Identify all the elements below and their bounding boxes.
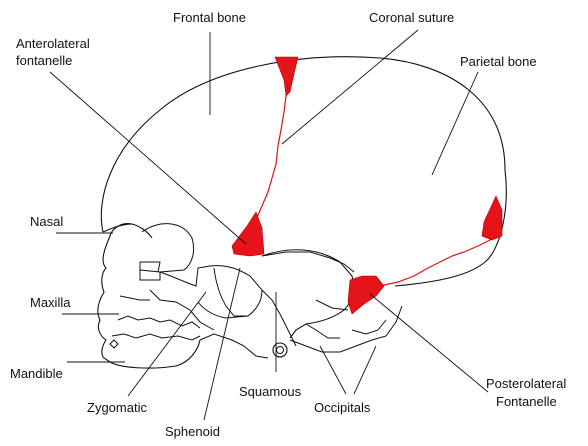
- label-coronal-suture: Coronal suture: [369, 10, 454, 25]
- label-zygomatic: Zygomatic: [87, 400, 147, 415]
- occipital-lower: [306, 300, 386, 338]
- tooth-bud: [110, 340, 118, 348]
- label-posterolateral-fontanelle-2: Fontanelle: [496, 394, 557, 409]
- leader-coronal-suture: [282, 30, 418, 144]
- label-frontal-bone: Frontal bone: [173, 10, 246, 25]
- anterolateral-fontanelle: [232, 212, 264, 256]
- face-profile: [98, 224, 200, 368]
- label-occipitals: Occipitals: [314, 400, 371, 415]
- leader-posterolateral-fontanelle: [370, 294, 488, 392]
- leader-parietal-bone: [432, 72, 478, 175]
- label-squamous: Squamous: [239, 384, 302, 399]
- leader-zygomatic: [128, 292, 206, 396]
- leader-sphenoid: [204, 268, 240, 420]
- label-posterolateral-fontanelle-1: Posterolateral: [486, 376, 566, 391]
- leader-occipitals-a: [320, 346, 346, 394]
- leader-anterolateral-fontanelle: [50, 72, 246, 244]
- squamosal-suture: [262, 252, 354, 272]
- label-mandible: Mandible: [10, 366, 63, 381]
- label-maxilla: Maxilla: [30, 295, 71, 310]
- teeth-upper: [118, 316, 200, 328]
- label-anterolateral-fontanelle-1: Anterolateral: [16, 36, 90, 51]
- teeth-lower: [112, 334, 200, 340]
- label-parietal-bone: Parietal bone: [460, 54, 537, 69]
- ear-opening-inner: [277, 347, 284, 354]
- ear-opening: [273, 343, 287, 357]
- lambdoid-suture: [362, 238, 494, 286]
- label-anterolateral-fontanelle-2: fontanelle: [16, 53, 72, 68]
- zygomatic-outline: [160, 266, 262, 318]
- leader-occipitals-b: [354, 346, 376, 394]
- anterior-fontanelle: [275, 57, 298, 96]
- mandible-ramus: [200, 334, 268, 358]
- mastoid-fontanelle: [482, 196, 502, 240]
- orbit-outline: [140, 224, 194, 272]
- label-nasal: Nasal: [30, 214, 63, 229]
- maxilla-detail: [120, 290, 214, 330]
- posterolateral-fontanelle: [348, 276, 384, 314]
- label-sphenoid: Sphenoid: [165, 424, 220, 439]
- mastoid-outline: [290, 306, 402, 352]
- sphenoid-outline: [214, 268, 248, 316]
